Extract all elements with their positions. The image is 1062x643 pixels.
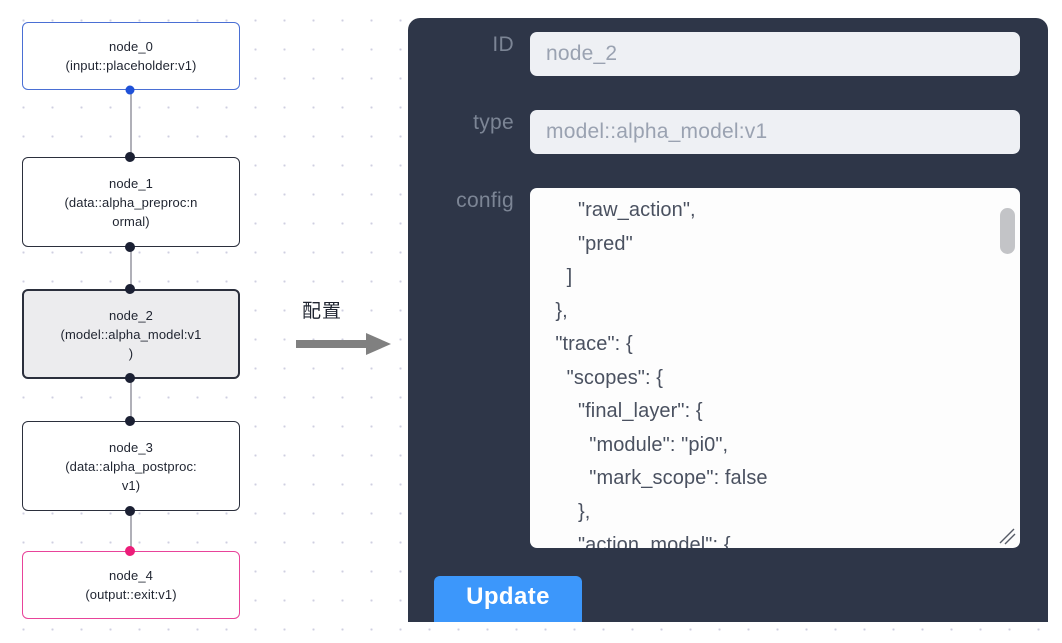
annotation-label: 配置 xyxy=(302,301,343,322)
config-label: config xyxy=(456,189,514,212)
node-title: node_3 xyxy=(109,439,153,455)
edge-node1-node2 xyxy=(130,247,132,289)
flow-node-node_1[interactable]: node_1 (data::alpha_preproc:n ormal) xyxy=(22,157,240,247)
node_2-source-handle[interactable] xyxy=(125,373,135,383)
flow-node-node_0[interactable]: node_0 (input::placeholder:v1) xyxy=(22,22,240,90)
node_1-source-handle[interactable] xyxy=(125,242,135,252)
node-title: node_2 xyxy=(109,307,153,323)
id-input[interactable]: node_2 xyxy=(530,32,1020,76)
resize-grip-icon[interactable] xyxy=(997,526,1017,546)
node_2-target-handle[interactable] xyxy=(125,284,135,294)
config-textarea[interactable]: "raw_action", "pred" ] }, "trace": { "sc… xyxy=(530,188,1020,548)
node-subtitle: (data::alpha_postproc: v1) xyxy=(65,458,197,493)
node-title: node_4 xyxy=(109,568,153,583)
node-config-panel: ID node_2 type model::alpha_model:v1 con… xyxy=(408,18,1048,622)
edge-node0-node1 xyxy=(130,89,132,157)
node-subtitle: (input::placeholder:v1) xyxy=(65,58,197,73)
arrow-right-icon xyxy=(296,333,391,355)
edge-node2-node3 xyxy=(130,377,132,419)
configure-annotation: 配置 xyxy=(296,300,401,360)
node_3-target-handle[interactable] xyxy=(125,416,135,426)
edge-node3-node4 xyxy=(130,511,132,549)
config-row: config "raw_action", "pred" ] }, "trace"… xyxy=(408,188,1048,548)
flow-node-node_4[interactable]: node_4 (output::exit:v1) xyxy=(22,551,240,619)
type-label: type xyxy=(473,111,514,134)
flow-node-node_3[interactable]: node_3 (data::alpha_postproc: v1) xyxy=(22,421,240,511)
node_1-target-handle[interactable] xyxy=(125,152,135,162)
node-subtitle: (output::exit:v1) xyxy=(85,587,177,602)
id-label: ID xyxy=(492,33,514,56)
type-row: type model::alpha_model:v1 xyxy=(408,110,1048,154)
config-scrollbar-thumb[interactable] xyxy=(1000,208,1015,254)
node-subtitle: (data::alpha_preproc:n ormal) xyxy=(64,194,198,229)
type-input[interactable]: model::alpha_model:v1 xyxy=(530,110,1020,154)
id-row: ID node_2 xyxy=(408,32,1048,76)
flow-node-node_2[interactable]: node_2 (model::alpha_model:v1 ) xyxy=(22,289,240,379)
config-scrollbar[interactable] xyxy=(996,190,1018,546)
node-title: node_0 xyxy=(109,39,153,54)
node-title: node_1 xyxy=(109,175,153,191)
config-editor[interactable]: "raw_action", "pred" ] }, "trace": { "sc… xyxy=(530,188,1020,548)
node_3-source-handle[interactable] xyxy=(125,506,135,516)
update-button[interactable]: Update xyxy=(434,576,582,622)
node-subtitle: (model::alpha_model:v1 ) xyxy=(60,326,202,361)
node_4-target-handle[interactable] xyxy=(125,546,135,556)
node_0-source-handle[interactable] xyxy=(125,85,135,95)
